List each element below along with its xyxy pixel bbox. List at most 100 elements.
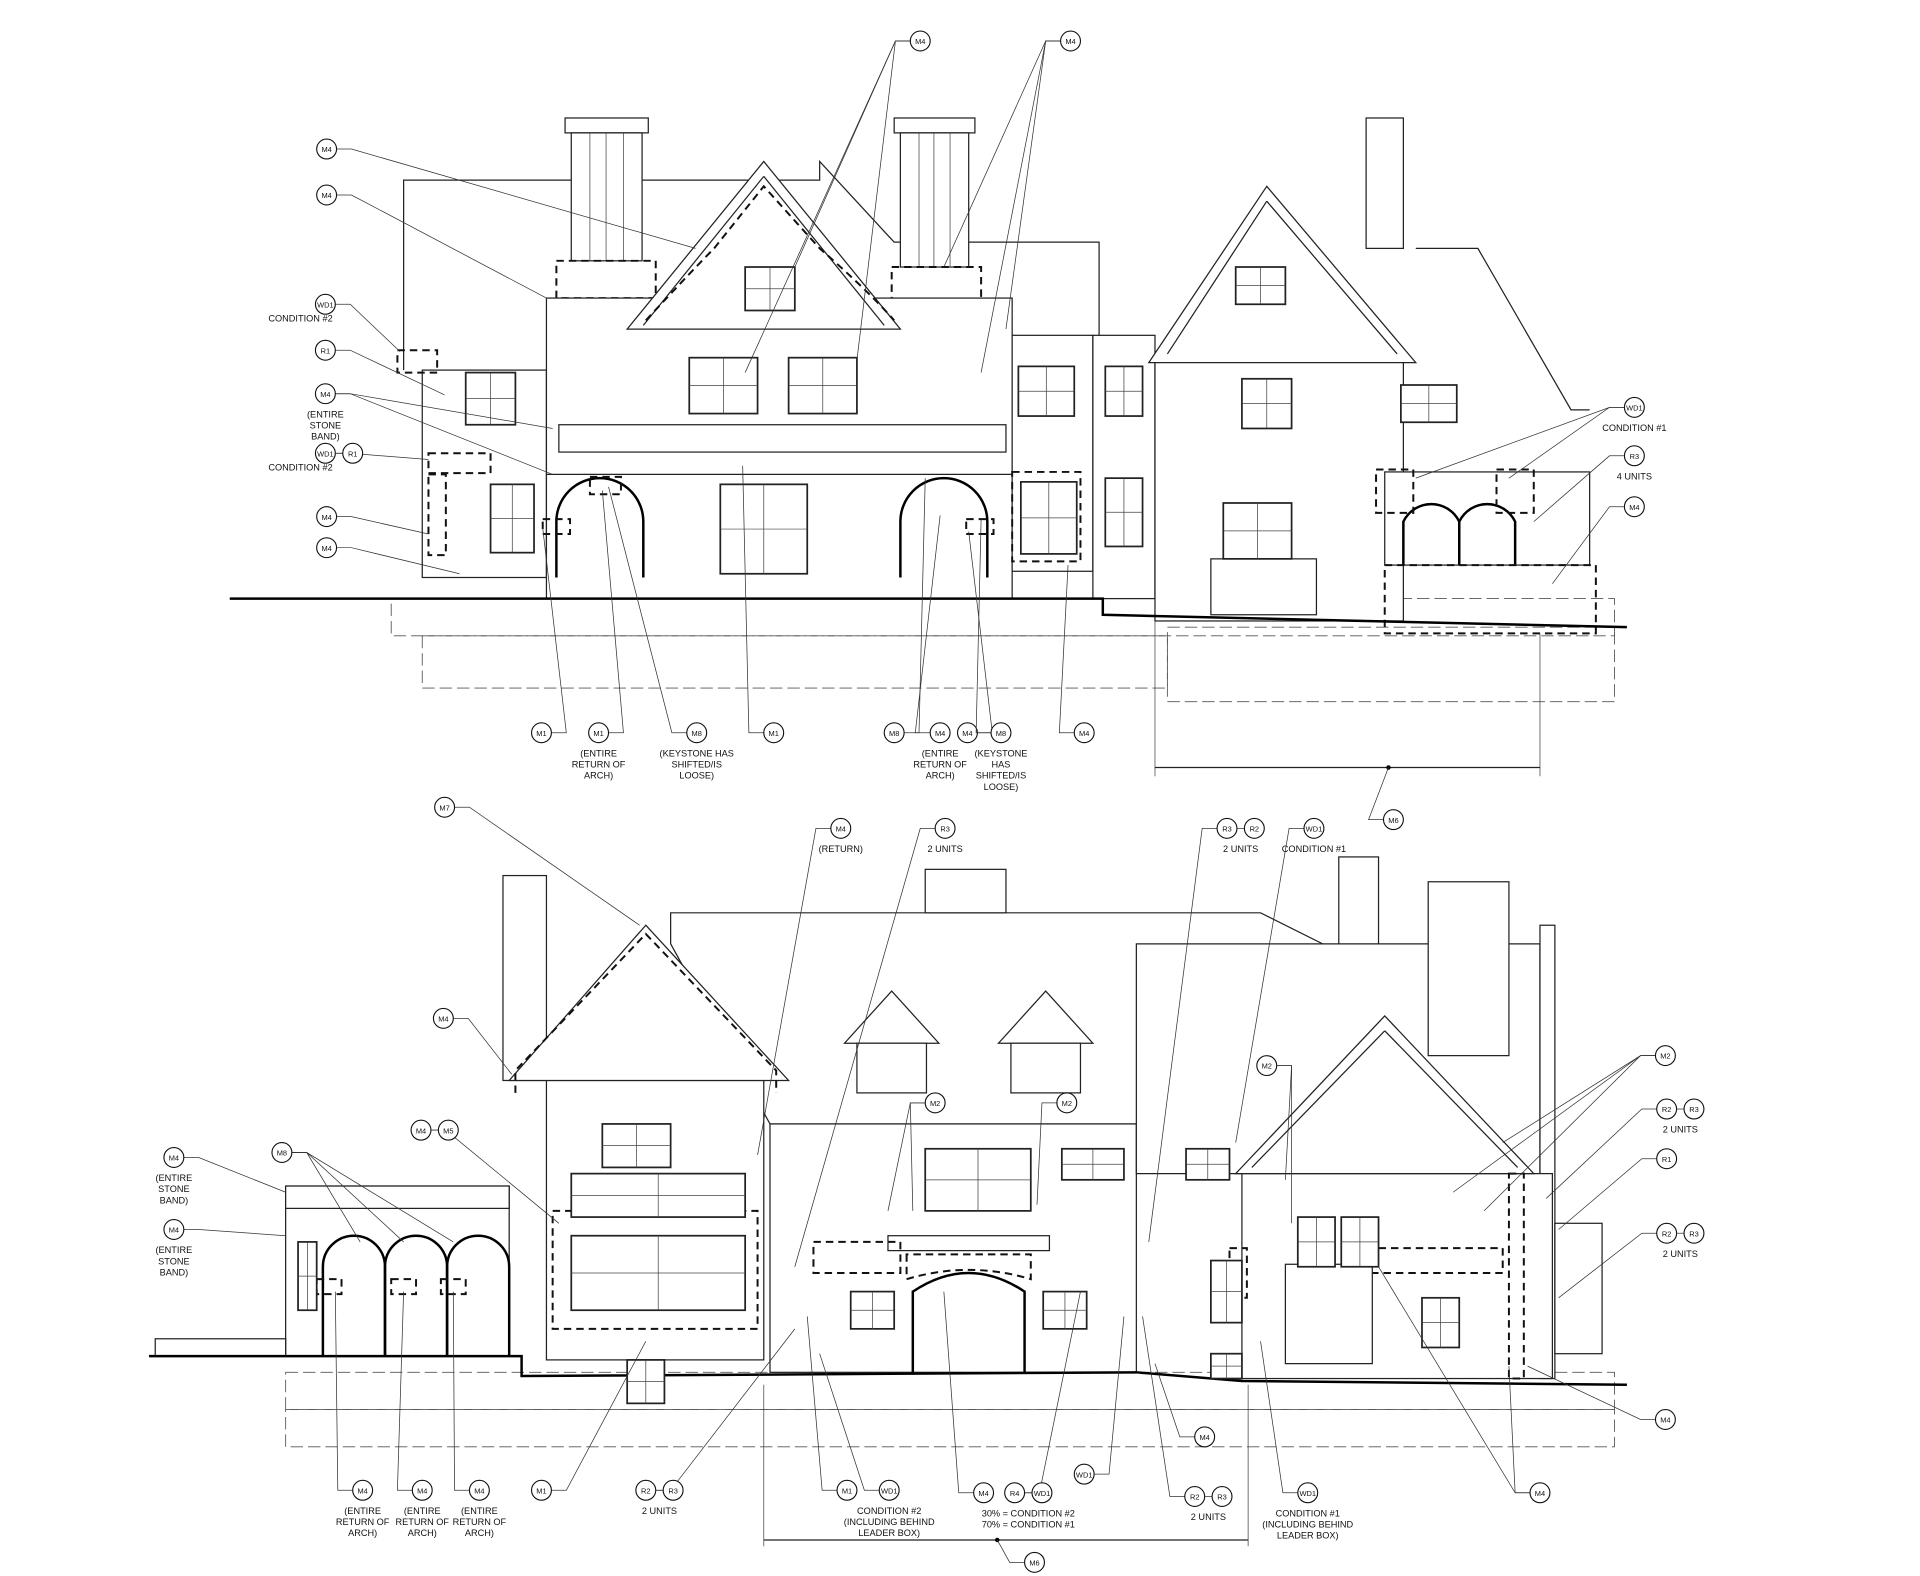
callout: M1 — [530, 527, 567, 744]
callout-tag-circle — [1529, 1482, 1551, 1504]
callout-tag-circle — [437, 1119, 459, 1141]
window — [688, 356, 759, 415]
window — [601, 1123, 672, 1169]
callout: R32 UNITS — [794, 817, 963, 1267]
leader-line — [856, 40, 911, 361]
callout-tag-circle — [924, 1092, 946, 1114]
callout-tag: M2 — [1262, 1062, 1272, 1071]
callout-tag: R3 — [1630, 452, 1640, 461]
callout-note: LOOSE) — [679, 771, 714, 781]
leader-line — [1545, 1108, 1657, 1199]
leader-line — [336, 148, 696, 249]
callout-tag-circle — [1623, 496, 1645, 518]
callout-tag-circle — [1656, 1148, 1678, 1170]
leader-line — [794, 827, 936, 1267]
callout-tag-circle — [411, 1479, 433, 1501]
callout-tag: M4 — [169, 1154, 179, 1163]
callout-tag-circle — [1683, 1222, 1705, 1244]
leader-line — [1276, 1065, 1292, 1224]
callout-tag: M4 — [1629, 503, 1639, 512]
callout-tag: M8 — [996, 729, 1006, 738]
upper-chimney-left — [555, 117, 657, 300]
leader-line — [335, 393, 553, 475]
callout-tag: R2 — [1250, 824, 1260, 833]
windows — [297, 266, 1461, 1405]
callout: M4 — [1552, 496, 1645, 584]
callout: M2 — [1452, 1045, 1676, 1212]
leader-line — [183, 1157, 286, 1193]
upper-ground-line — [229, 597, 1627, 629]
leader-line — [336, 516, 429, 535]
callout-note: (KEYSTONE — [975, 748, 1028, 758]
callout-tag-circle — [163, 1146, 185, 1168]
callout-tag-circle — [342, 442, 364, 464]
leader-line — [914, 515, 941, 734]
window — [1222, 502, 1293, 560]
callout-tag-circle — [530, 722, 552, 744]
window — [297, 1241, 318, 1312]
callout-note: HAS — [992, 760, 1011, 770]
callout-tag-circle — [530, 1479, 552, 1501]
callout-note: SHIFTED/IS — [976, 771, 1027, 781]
callout-tag-circle — [1303, 817, 1325, 839]
callout: M7 — [434, 796, 640, 926]
callout: WD1 — [1073, 1316, 1125, 1485]
callout-tag-circle — [883, 722, 905, 744]
callout-note: (ENTIRE — [922, 748, 959, 758]
upper-elevation — [229, 117, 1627, 777]
callout-note: (RETURN) — [819, 844, 863, 854]
building-linework — [149, 117, 1627, 1547]
callout: M4 — [943, 1291, 995, 1504]
callout-tag: M7 — [439, 803, 449, 812]
callout-note: (INCLUDING BEHIND — [844, 1517, 935, 1527]
callout-tag: M4 — [320, 390, 330, 399]
callout-tag: M6 — [1029, 1558, 1039, 1567]
callout-note: RETURN OF — [572, 760, 626, 770]
callout: M8 — [271, 1142, 454, 1243]
window — [489, 483, 535, 554]
callout-tag: WD1 — [881, 1486, 898, 1495]
callout-tag: WD1 — [1034, 1489, 1051, 1498]
callout-tag-circle — [1073, 722, 1095, 744]
leader-line — [1527, 1365, 1656, 1420]
callout-note: (ENTIRE — [580, 748, 617, 758]
callout-tag: R3 — [1689, 1105, 1699, 1114]
callout-tag: M6 — [1388, 816, 1398, 825]
callout-tag: M4 — [438, 1014, 448, 1023]
callout-tag: R2 — [1662, 1105, 1672, 1114]
lower-arcade — [285, 1185, 510, 1357]
leader-line — [1036, 1102, 1057, 1205]
callout-tag: M4 — [321, 544, 331, 553]
callout-tag: WD1 — [317, 449, 334, 458]
window — [1400, 384, 1458, 424]
callout-tag-circle — [468, 1479, 490, 1501]
callout-tag-circle — [1243, 817, 1265, 839]
callout-tag: M4 — [474, 1486, 484, 1495]
window — [787, 356, 858, 415]
callout-tag: M4 — [978, 1489, 988, 1498]
window — [1340, 1216, 1380, 1268]
callout-tag-circle — [878, 1479, 900, 1501]
callout-tag: M4 — [169, 1226, 179, 1235]
callout-note: (KEYSTONE HAS — [660, 748, 734, 758]
callout-tag-circle — [1216, 817, 1238, 839]
callout-tag-circle — [434, 796, 456, 818]
upper-chimney-right — [890, 117, 983, 303]
leader-line — [757, 827, 831, 1156]
callout-tag-circle — [1623, 445, 1645, 467]
callout-tag: R3 — [940, 824, 950, 833]
callout-tag: M1 — [593, 729, 603, 738]
callout: M4 — [943, 30, 1082, 373]
leader-line — [1508, 1366, 1531, 1494]
callout-note: 2 UNITS — [1191, 1512, 1226, 1522]
